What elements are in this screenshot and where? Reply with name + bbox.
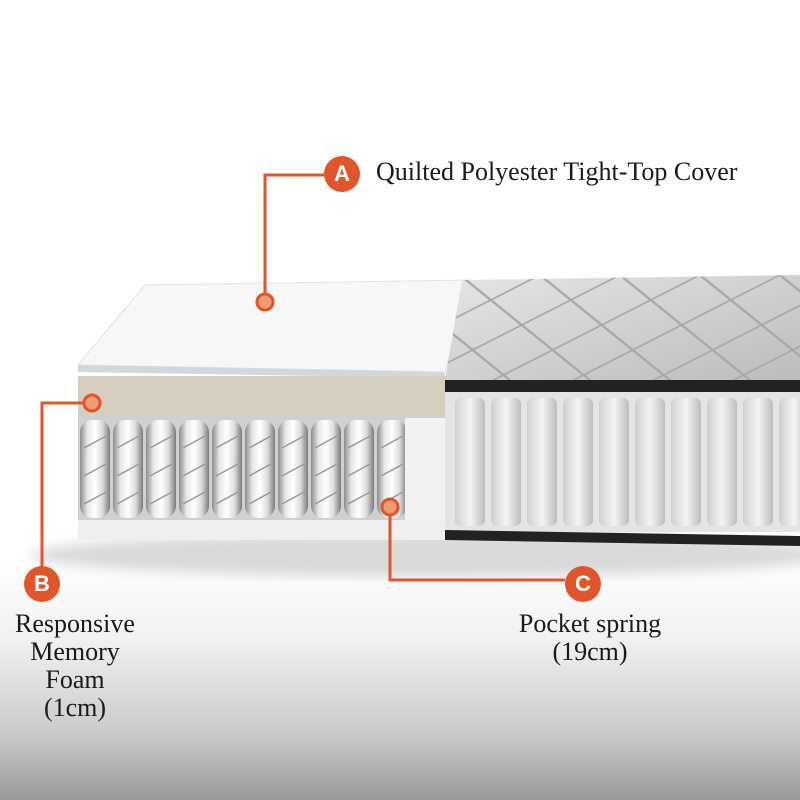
callout-label-b: Responsive Memory Foam (1cm): [0, 610, 150, 722]
side-channel: [635, 398, 665, 526]
spring-coil-line: [182, 463, 206, 477]
memory-foam-layer: [78, 376, 446, 416]
side-channel: [455, 398, 485, 526]
spring-coil-line: [314, 463, 338, 477]
spring-coil-line: [215, 491, 239, 505]
bottom-border-piping: [445, 530, 800, 546]
spring-coil-line: [83, 463, 107, 477]
top-border-piping: [445, 380, 800, 392]
side-channels: [455, 398, 800, 526]
spring-coil-line: [116, 491, 140, 505]
label-b-line: Responsive: [15, 609, 135, 638]
callout-badge-c: C: [565, 566, 601, 602]
spring-coil-line: [149, 463, 173, 477]
callout-badge-a: A: [324, 156, 360, 192]
spring-coil-line: [215, 463, 239, 477]
spring-coil-line: [347, 491, 371, 505]
label-c-line: Pocket spring: [518, 609, 662, 638]
spring-coil-line: [281, 491, 305, 505]
spring-coil-line: [215, 435, 239, 449]
spring-coil-line: [314, 435, 338, 449]
spring-coil-line: [182, 491, 206, 505]
side-channel: [563, 398, 593, 526]
spring-coil-line: [149, 435, 173, 449]
label-b-line: Memory: [30, 637, 120, 666]
callout-badge-b: B: [24, 566, 60, 602]
side-channel: [671, 398, 701, 526]
label-a-line: Quilted Polyester Tight-Top Cover: [376, 157, 738, 186]
spring-coil-line: [116, 463, 140, 477]
label-c-line: (19cm): [552, 637, 628, 666]
callout-dots: [82, 292, 400, 517]
cover-padding: [76, 279, 471, 373]
side-channel: [743, 398, 773, 526]
spring-coil-line: [281, 435, 305, 449]
side-channel: [491, 398, 521, 526]
label-b-line: Foam: [45, 665, 105, 694]
spring-coil-line: [149, 491, 173, 505]
cover-edge: [78, 365, 445, 378]
spring-coil-line: [83, 435, 107, 449]
spring-coil-line: [314, 491, 338, 505]
spring-coil-line: [182, 435, 206, 449]
side-channel: [599, 398, 629, 526]
spring-coil-line: [116, 435, 140, 449]
spring-coil-line: [347, 463, 371, 477]
spring-coil-line: [347, 435, 371, 449]
side-channel: [779, 398, 800, 526]
spring-coil-line: [380, 435, 404, 449]
spring-bay-wall: [405, 418, 445, 520]
spring-coil-line: [248, 463, 272, 477]
spring-coil-line: [380, 463, 404, 477]
side-channel: [707, 398, 737, 526]
spring-coil-line: [248, 435, 272, 449]
pocket-springs: [80, 420, 407, 518]
callout-lines: [40, 173, 565, 582]
floor-shadow: [30, 533, 800, 577]
spring-coil-line: [248, 491, 272, 505]
callout-label-a: Quilted Polyester Tight-Top Cover: [376, 158, 737, 186]
base-layer: [78, 520, 450, 540]
label-b-line: (1cm): [43, 693, 107, 722]
spring-coil-line: [83, 491, 107, 505]
callout-label-c: Pocket spring (19cm): [480, 610, 700, 666]
side-channel: [527, 398, 557, 526]
quilt-pattern: [445, 275, 800, 380]
spring-coil-line: [281, 463, 305, 477]
